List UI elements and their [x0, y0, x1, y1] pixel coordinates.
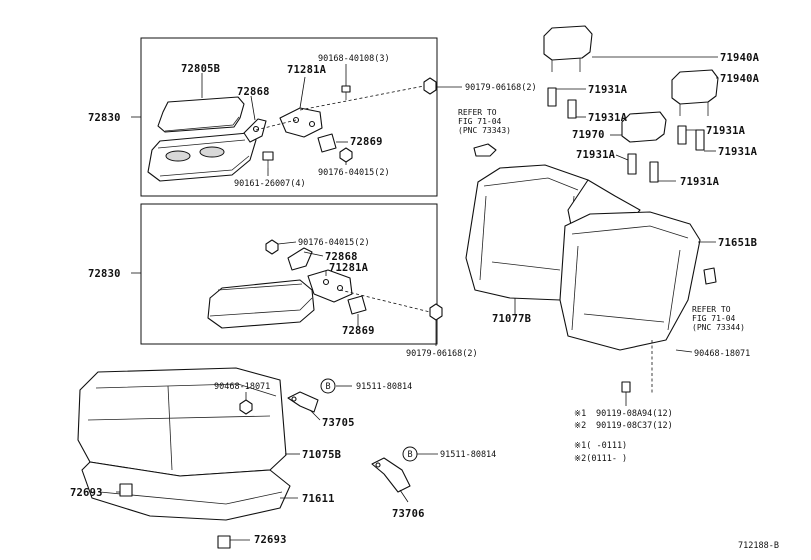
dash-line — [255, 119, 297, 131]
diagram-id: 712188-B — [738, 541, 779, 551]
refer-top-part — [473, 143, 497, 157]
hinge-bracket-lower-part — [287, 247, 313, 271]
refer-top-line3: (PNC 73343) — [458, 126, 511, 135]
label-91511-upper: 91511-80814 — [356, 382, 412, 392]
label-90168-40108: 90168-40108(3) — [318, 54, 390, 64]
refer-right-line3: (PNC 73344) — [692, 323, 745, 332]
note-2-mark: ※2 — [574, 421, 586, 431]
armrest-lower-frame — [140, 203, 438, 345]
label-90176-lower: 90176-04015(2) — [298, 238, 370, 248]
headrest-center-part — [621, 111, 667, 143]
label-90468-left: 90468-18071 — [214, 382, 270, 392]
label-73706: 73706 — [392, 508, 425, 520]
circle-b-lower-label: B — [407, 450, 412, 460]
note-4: ※2(0111- ) — [574, 454, 627, 464]
label-71281A-upper: 71281A — [287, 64, 327, 76]
label-71281A-lower: 71281A — [329, 262, 369, 274]
leader — [309, 409, 321, 421]
dash-line — [339, 289, 431, 313]
seat-belt-hook-lower-part — [371, 457, 411, 493]
dash-line — [299, 85, 425, 111]
label-72869-lower: 72869 — [342, 325, 375, 337]
armrest-lower-pad-part — [207, 279, 315, 329]
seat-cushion-frame-part — [81, 461, 291, 521]
label-71651B: 71651B — [718, 237, 757, 249]
circle-b-upper-label: B — [325, 382, 330, 392]
label-71940A-lower: 71940A — [720, 73, 760, 85]
label-71931A-4: 71931A — [576, 149, 616, 161]
bolt-90161-part — [262, 151, 274, 168]
refer-right-line1: REFER TO — [692, 305, 731, 314]
label-72805B: 72805B — [181, 63, 220, 75]
headrest-right-part — [671, 69, 719, 116]
armrest-pad-part — [157, 96, 245, 133]
headrest-support-parts — [547, 87, 705, 183]
label-71075B: 71075B — [302, 449, 341, 461]
nut-90179-lower-part — [429, 303, 443, 321]
seat-belt-hook-upper-part — [287, 391, 319, 413]
label-72693-bottom: 72693 — [254, 534, 287, 546]
refer-top-line2: FIG 71-04 — [458, 117, 502, 126]
leader — [615, 154, 629, 161]
armrest-body-part — [147, 132, 257, 182]
label-71931A-1: 71931A — [588, 84, 628, 96]
circle-b-lower-marker: B — [402, 446, 418, 462]
armrest-bracket-lower-part — [307, 269, 353, 303]
bolt-90119-part — [621, 381, 631, 393]
seat-belt-guide-part — [703, 267, 717, 285]
label-90179-upper: 90179-06168(2) — [465, 83, 537, 93]
label-71931A-2: 71931A — [588, 112, 628, 124]
hook-part-left — [119, 483, 133, 497]
hook-part-bottom — [217, 535, 231, 549]
leader — [277, 241, 297, 245]
note-2-part: 90119-08C37(12) — [596, 421, 673, 431]
label-91511-lower: 91511-80814 — [440, 450, 496, 460]
label-72830-lower: 72830 — [88, 268, 121, 280]
label-71940A-upper: 71940A — [720, 52, 760, 64]
bolt-90168-part — [341, 85, 351, 100]
seat-back-right-part — [559, 211, 701, 351]
leader — [675, 349, 693, 353]
refer-right-line2: FIG 71-04 — [692, 314, 736, 323]
label-73705: 73705 — [322, 417, 355, 429]
leader — [299, 76, 306, 109]
leader — [399, 489, 409, 503]
label-71970: 71970 — [572, 129, 605, 141]
label-71931A-6: 71931A — [680, 176, 720, 188]
label-71611: 71611 — [302, 493, 335, 505]
label-90468-right: 90468-18071 — [694, 349, 750, 359]
label-90161-26007: 90161-26007(4) — [234, 179, 306, 189]
label-72868-lower: 72868 — [325, 251, 358, 263]
label-71931A-3: 71931A — [706, 125, 746, 137]
label-72830-upper: 72830 — [88, 112, 121, 124]
hinge-bracket-part — [243, 118, 267, 143]
armrest-bracket-part — [279, 107, 323, 138]
label-72693-left: 72693 — [70, 487, 103, 499]
nut-90179-upper-part — [423, 77, 437, 95]
note-1-part: 90119-08A94(12) — [596, 409, 673, 419]
label-72868-upper: 72868 — [237, 86, 270, 98]
refer-top-line1: REFER TO — [458, 108, 497, 117]
note-3: ※1( -0111) — [574, 441, 627, 451]
label-71077B: 71077B — [492, 313, 531, 325]
headrest-left-part — [543, 25, 593, 72]
label-71931A-5: 71931A — [718, 146, 758, 158]
label-90176-upper: 90176-04015(2) — [318, 168, 390, 178]
label-72869-upper: 72869 — [350, 136, 383, 148]
label-90179-lower: 90179-06168(2) — [406, 349, 478, 359]
seat-cushion-part — [77, 367, 287, 477]
armrest-plate-part — [317, 133, 337, 153]
leader — [303, 251, 324, 257]
nut-90176-lower-part — [265, 239, 279, 255]
leader — [250, 95, 256, 121]
nut-part — [339, 147, 353, 163]
note-1-mark: ※1 — [574, 409, 586, 419]
armrest-plate-lower-part — [347, 295, 367, 315]
circle-b-upper-marker: B — [320, 378, 336, 394]
